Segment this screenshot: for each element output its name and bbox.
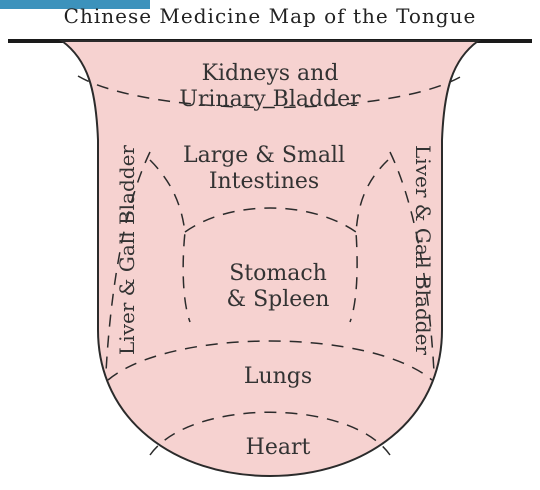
kidneys-label-line2: Urinary Bladder: [179, 87, 361, 112]
stomach-label-line2: & Spleen: [227, 287, 330, 312]
intestines-label-line1: Large & Small: [183, 143, 345, 168]
heart-label: Heart: [246, 435, 311, 460]
intestines-label-line2: Intestines: [209, 169, 319, 194]
lungs-label: Lungs: [244, 364, 312, 389]
kidneys-label-line1: Kidneys and: [202, 61, 339, 86]
liver-right-label: Liver & Gall Bladder: [411, 145, 435, 355]
stomach-label-line1: Stomach: [229, 261, 327, 286]
liver-left-label: Liver & Gall Bladder: [115, 145, 139, 355]
